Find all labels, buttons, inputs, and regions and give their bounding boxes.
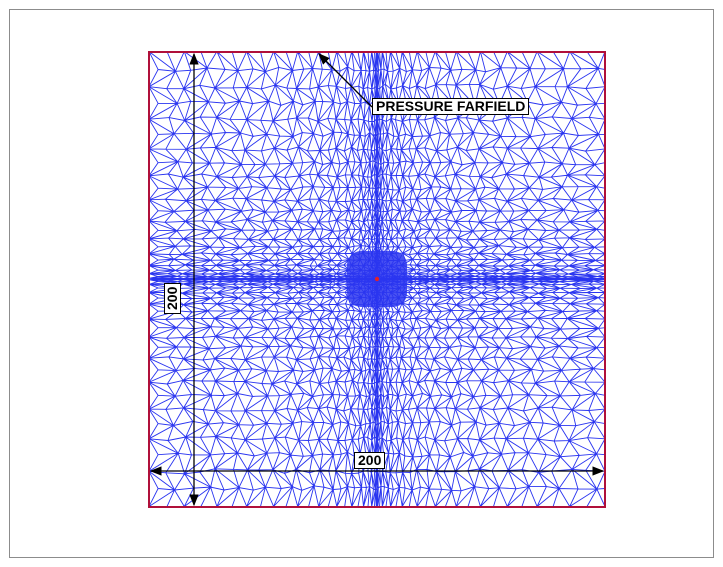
center-point <box>374 276 380 282</box>
width-dimension-label: 200 <box>354 452 386 469</box>
farfield-boundary <box>148 51 606 508</box>
viewport-frame: PRESSURE FARFIELD 200 200 <box>9 9 714 558</box>
farfield-leader-line <box>318 53 373 108</box>
height-dimension-label: 200 <box>164 282 181 314</box>
mesh-diagram <box>148 51 606 508</box>
farfield-label: PRESSURE FARFIELD <box>372 98 530 115</box>
